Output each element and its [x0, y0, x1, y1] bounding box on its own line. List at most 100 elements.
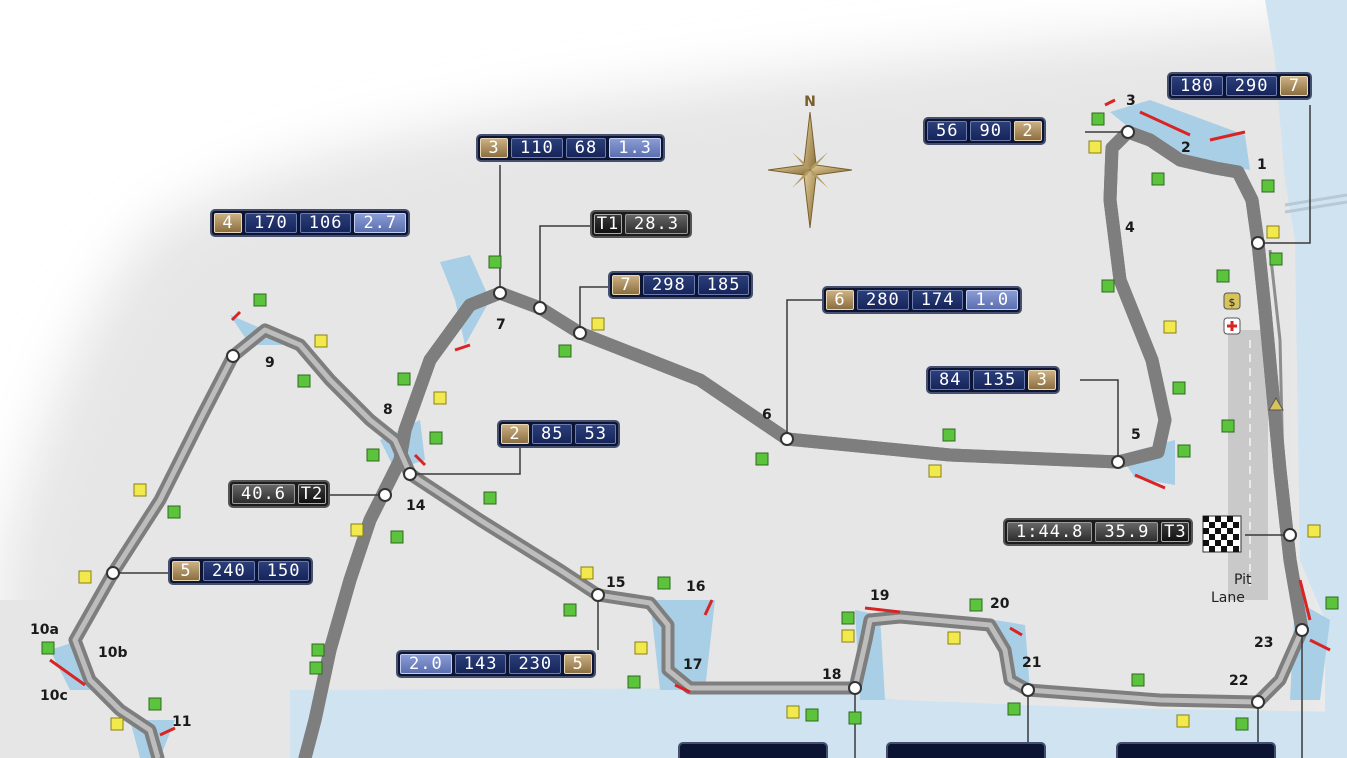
turn-14-info-box: 2 85 53	[497, 420, 620, 448]
turn-10b: 10b	[98, 645, 128, 661]
speed-mph: 106	[299, 213, 352, 233]
turn-10-info-box: 5 240 150	[168, 557, 314, 585]
turn-10a: 10a	[30, 622, 59, 638]
speed-kmh: 90	[970, 121, 1011, 141]
pit-label-line1: Pit	[1234, 572, 1252, 588]
sector-time: 35.9	[1095, 522, 1159, 542]
pit-label-line2: Lane	[1211, 590, 1245, 606]
speed-kmh: 290	[1225, 76, 1278, 96]
kerbs	[49, 98, 1331, 737]
turn-16: 16	[686, 579, 705, 595]
turn-11: 11	[172, 714, 191, 730]
speed-mph: 150	[257, 561, 310, 581]
gear-badge: 6	[826, 290, 854, 310]
turn-7: 7	[496, 317, 506, 333]
sector-badge: T2	[297, 484, 326, 504]
water-east	[1265, 0, 1347, 758]
turn-17: 17	[683, 657, 702, 673]
land-area	[0, 20, 1347, 758]
min-speed-kmh: 180	[1171, 76, 1223, 96]
turn-15: 15	[606, 575, 625, 591]
gear-badge: 7	[612, 275, 640, 295]
speed-kmh: 298	[643, 275, 695, 295]
sector-2-time-box: 40.6 T2	[228, 480, 330, 508]
turn-3: 3	[1126, 93, 1136, 109]
speed-kmh: 135	[973, 370, 1026, 390]
turn-20: 20	[990, 596, 1010, 612]
g-force: 2.7	[354, 213, 407, 233]
gear-badge: 3	[480, 138, 508, 158]
sector-badge: T3	[1161, 522, 1190, 542]
turn-3-info-box: 56 90 2	[923, 117, 1046, 145]
g-force: 1.3	[609, 138, 661, 158]
turn-1: 1	[1257, 157, 1267, 173]
compass-rose-icon	[767, 111, 853, 229]
gear-badge: 2	[1013, 121, 1042, 141]
turn-6: 6	[762, 407, 772, 423]
speed-mph: 84	[930, 370, 971, 390]
speed-kmh: 110	[511, 138, 563, 158]
marshal-posts-yellow	[78, 140, 1321, 731]
turn-21-info-box-partial	[886, 742, 1046, 758]
sector-badge: T1	[594, 214, 622, 234]
sector-3-time-box: 1:44.8 35.9 T3	[1003, 518, 1194, 546]
speed-mph: 174	[911, 290, 964, 310]
turn-4: 4	[1125, 220, 1135, 236]
track	[68, 125, 1309, 758]
turn-1-info-box: 180 290 7	[1167, 72, 1313, 100]
turn-19: 19	[870, 588, 889, 604]
sector-1-time-box: T1 28.3	[590, 210, 692, 238]
sector-time: 28.3	[625, 214, 688, 234]
marshal-posts-green	[41, 112, 1339, 731]
bridge-2	[1284, 200, 1347, 214]
turn-22-info-box-partial	[1116, 742, 1276, 758]
straight-info-box: 7 298 185	[608, 271, 754, 299]
speed-mph: 56	[927, 121, 968, 141]
g-force: 2.0	[400, 654, 452, 674]
turn-9: 9	[265, 355, 275, 371]
turn-14: 14	[406, 498, 426, 514]
gear-badge: 2	[501, 424, 529, 444]
speed-mph: 68	[565, 138, 607, 158]
turn-numbers: 1 2 3 4 5 6 7 8 9 10a 10b 10c 11 14 15 1…	[30, 93, 1273, 730]
turn-15-info-box: 2.0 143 230 5	[396, 650, 597, 678]
turn-5-info-box: 84 135 3	[926, 366, 1061, 394]
turn-23: 23	[1254, 635, 1273, 651]
speed-kmh: 85	[532, 424, 573, 444]
turn-8-info-box: 4 170 106 2.7	[210, 209, 411, 237]
speed-kmh: 230	[509, 654, 562, 674]
pit-icons: $	[1223, 292, 1284, 411]
gear-badge: 7	[1280, 76, 1309, 96]
speed-kmh: 170	[245, 213, 297, 233]
turn-18-info-box-partial	[678, 742, 828, 758]
turn-6-info-box: 6 280 174 1.0	[822, 286, 1023, 314]
speed-mph: 185	[697, 275, 750, 295]
svg-text:$: $	[1229, 296, 1236, 309]
compass-north-label: N	[804, 94, 816, 110]
turn-21: 21	[1022, 655, 1041, 671]
turn-8: 8	[383, 402, 393, 418]
turn-2: 2	[1181, 140, 1191, 156]
turn-5: 5	[1131, 427, 1141, 443]
timing-points	[106, 125, 1309, 709]
speed-kmh: 280	[857, 290, 909, 310]
chequered-flag-icon	[1202, 515, 1242, 553]
speed-mph: 143	[454, 654, 507, 674]
turn-18: 18	[822, 667, 841, 683]
turn-7-info-box: 3 110 68 1.3	[476, 134, 665, 162]
turn-10c: 10c	[40, 688, 68, 704]
gear-badge: 5	[564, 654, 593, 674]
gear-badge: 5	[172, 561, 200, 581]
sector-time: 40.6	[232, 484, 295, 504]
water-south	[290, 688, 1347, 758]
runoff-areas	[50, 100, 1330, 758]
turn-22: 22	[1229, 673, 1248, 689]
bridge	[1284, 193, 1347, 207]
g-force: 1.0	[966, 290, 1019, 310]
lap-time: 1:44.8	[1007, 522, 1093, 542]
speed-mph: 53	[575, 424, 616, 444]
gear-badge: 3	[1028, 370, 1057, 390]
speed-kmh: 240	[203, 561, 255, 581]
